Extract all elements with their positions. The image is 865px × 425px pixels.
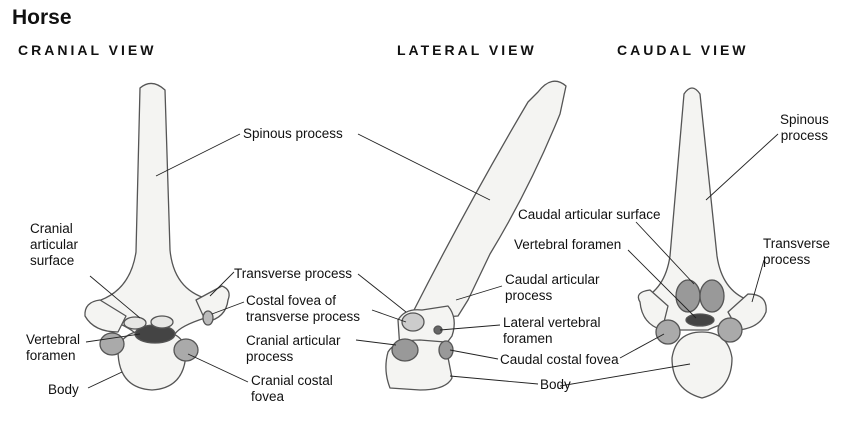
leader-caudal-articular-surface [635,221,695,285]
label-transverse-process-mid: Transverse process [234,266,353,281]
leader-lateral-vertebral-foramen [439,324,501,331]
leader-costal-fovea-transverse [211,301,245,315]
leader-spinous-right [705,133,779,201]
leader-body-left [87,371,123,389]
cranial-spinous-process [94,82,213,335]
caudal-articular-surface-left [675,279,701,313]
label-caudal-costal-fovea: Caudal costal fovea [500,352,619,367]
label-vertebral-foramen-right: Vertebral foramen [514,237,622,252]
label-body-left: Body [48,382,79,397]
lateral-cranial-costal-fovea [391,338,419,362]
lateral-view-heading: LATERAL VIEW [397,42,537,58]
label-cranial-articular-surface: Cranial articular surface [30,221,79,268]
label-spinous-process: Spinous process [243,126,343,141]
label-cranial-costal-fovea: Cranial costal fovea [251,373,333,404]
caudal-view-heading: CAUDAL VIEW [617,42,749,58]
leader-costal-fovea-lateral [371,309,407,323]
label-spinous-process-right: Spinous process [780,112,829,143]
label-lateral-vertebral-foramen: Lateral vertebral foramen [503,315,601,346]
leader-spinous-lateral [357,133,491,201]
caudal-costal-fovea-right [717,317,743,343]
label-vertebral-foramen-left: Vertebral foramen [26,332,81,363]
caudal-articular-surface-right [699,279,725,313]
leader-spinous-left [155,133,241,177]
label-body-mid: Body [540,377,571,392]
leader-transverse-lateral [357,273,407,313]
leader-transverse-right [751,259,765,303]
cranial-transverse-fovea [202,310,214,326]
caudal-transverse-left [637,289,669,331]
label-caudal-articular-surface: Caudal articular surface [518,207,661,222]
cranial-articular-surface-right [150,315,174,329]
leader-transverse-mid [209,271,235,297]
leader-cranial-costal-fovea [187,353,249,383]
caudal-view-vertebra [637,87,767,399]
leader-body-mid [449,375,539,385]
cranial-articular-surface-left [123,316,147,330]
caudal-body [671,331,733,399]
figure-title: Horse [12,6,72,29]
leader-caudal-articular-process [455,285,503,301]
label-transverse-process-right: Transverse process [763,236,831,267]
leader-body-right [559,363,691,387]
caudal-vertebral-foramen [685,313,715,327]
lateral-cranial-articular-process [401,312,425,332]
leader-cranial-articular-process [355,339,397,346]
cranial-view-vertebra [84,82,230,391]
label-costal-fovea-transverse: Costal fovea of transverse process [246,293,361,324]
leader-vertebral-foramen-right [627,249,697,319]
leader-cranial-articular-surface [89,275,141,319]
label-caudal-articular-process: Caudal articular process [505,272,600,303]
cranial-view-heading: CRANIAL VIEW [18,42,157,58]
caudal-costal-fovea-left [655,319,681,345]
label-cranial-articular-process: Cranial articular process [246,333,341,364]
cranial-costal-fovea-left [99,332,125,356]
leader-caudal-costal-fovea [449,349,499,360]
cranial-costal-fovea-right [173,338,199,362]
cranial-transverse-left [84,299,127,333]
lateral-caudal-costal-fovea [438,340,454,360]
leader-caudal-costal-fovea-right [619,333,665,359]
leader-vertebral-foramen-left [85,333,141,343]
